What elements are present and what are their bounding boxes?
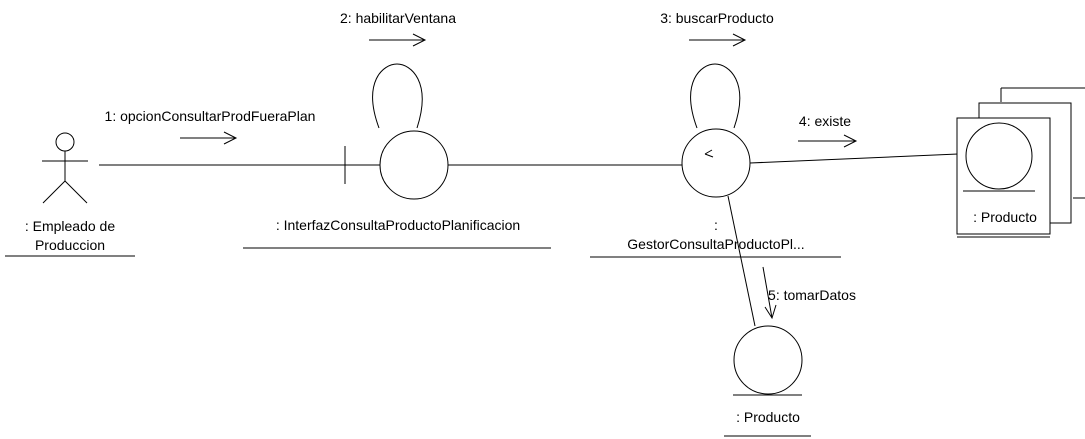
- self-loop-habilitar: [372, 63, 423, 129]
- actor-label-line1: : Empleado de: [25, 218, 115, 234]
- multiobject-label: : Producto: [973, 209, 1037, 225]
- message-3: 3: buscarProducto: [660, 10, 774, 47]
- links: [99, 153, 959, 327]
- entity-circle: [733, 325, 803, 395]
- control-arrow-marker: [704, 149, 714, 158]
- message-4-arrow-head: [843, 134, 858, 148]
- actor-right-leg: [64, 180, 88, 204]
- entity-producto: : Producto: [724, 325, 811, 437]
- control-circle: [681, 128, 751, 198]
- link-gestor-producto-single: [727, 195, 756, 327]
- message-1-label: 1: opcionConsultarProdFueraPlan: [105, 108, 316, 124]
- message-5: 5: tomarDatos: [762, 266, 856, 320]
- message-3-label: 3: buscarProducto: [660, 10, 774, 26]
- actor-left-leg: [42, 180, 66, 204]
- multiobject-entity-circle: [965, 122, 1033, 190]
- message-2: 2: habilitarVentana: [340, 10, 456, 47]
- message-5-arrow-head: [764, 304, 777, 320]
- message-3-arrow-head: [732, 33, 747, 47]
- control-gestor: : GestorConsultaProductoPl...: [590, 63, 841, 258]
- boundary-circle: [379, 130, 449, 200]
- message-5-arrow-shaft: [762, 266, 773, 319]
- multiobject-producto: : Producto: [956, 87, 1085, 238]
- boundary-interfaz: : InterfazConsultaProductoPlanificacion: [243, 63, 551, 249]
- link-gestor-producto-multi: [749, 153, 959, 164]
- actor-empleado: : Empleado de Produccion: [5, 132, 135, 257]
- control-label-line1: :: [714, 217, 718, 233]
- control-label-line2: GestorConsultaProductoPl...: [627, 236, 804, 252]
- self-loop-buscar: [690, 63, 741, 129]
- message-2-label: 2: habilitarVentana: [340, 10, 456, 26]
- message-4: 4: existe: [798, 113, 858, 148]
- message-2-arrow-head: [412, 33, 427, 47]
- message-5-label: 5: tomarDatos: [768, 287, 856, 303]
- actor-head: [55, 132, 75, 152]
- entity-label: : Producto: [736, 409, 800, 425]
- actor-label-line2: Produccion: [35, 237, 105, 253]
- boundary-label: : InterfazConsultaProductoPlanificacion: [276, 217, 520, 233]
- message-4-label: 4: existe: [799, 113, 851, 129]
- message-1-arrow-head: [223, 131, 238, 145]
- message-1: 1: opcionConsultarProdFueraPlan: [105, 108, 316, 145]
